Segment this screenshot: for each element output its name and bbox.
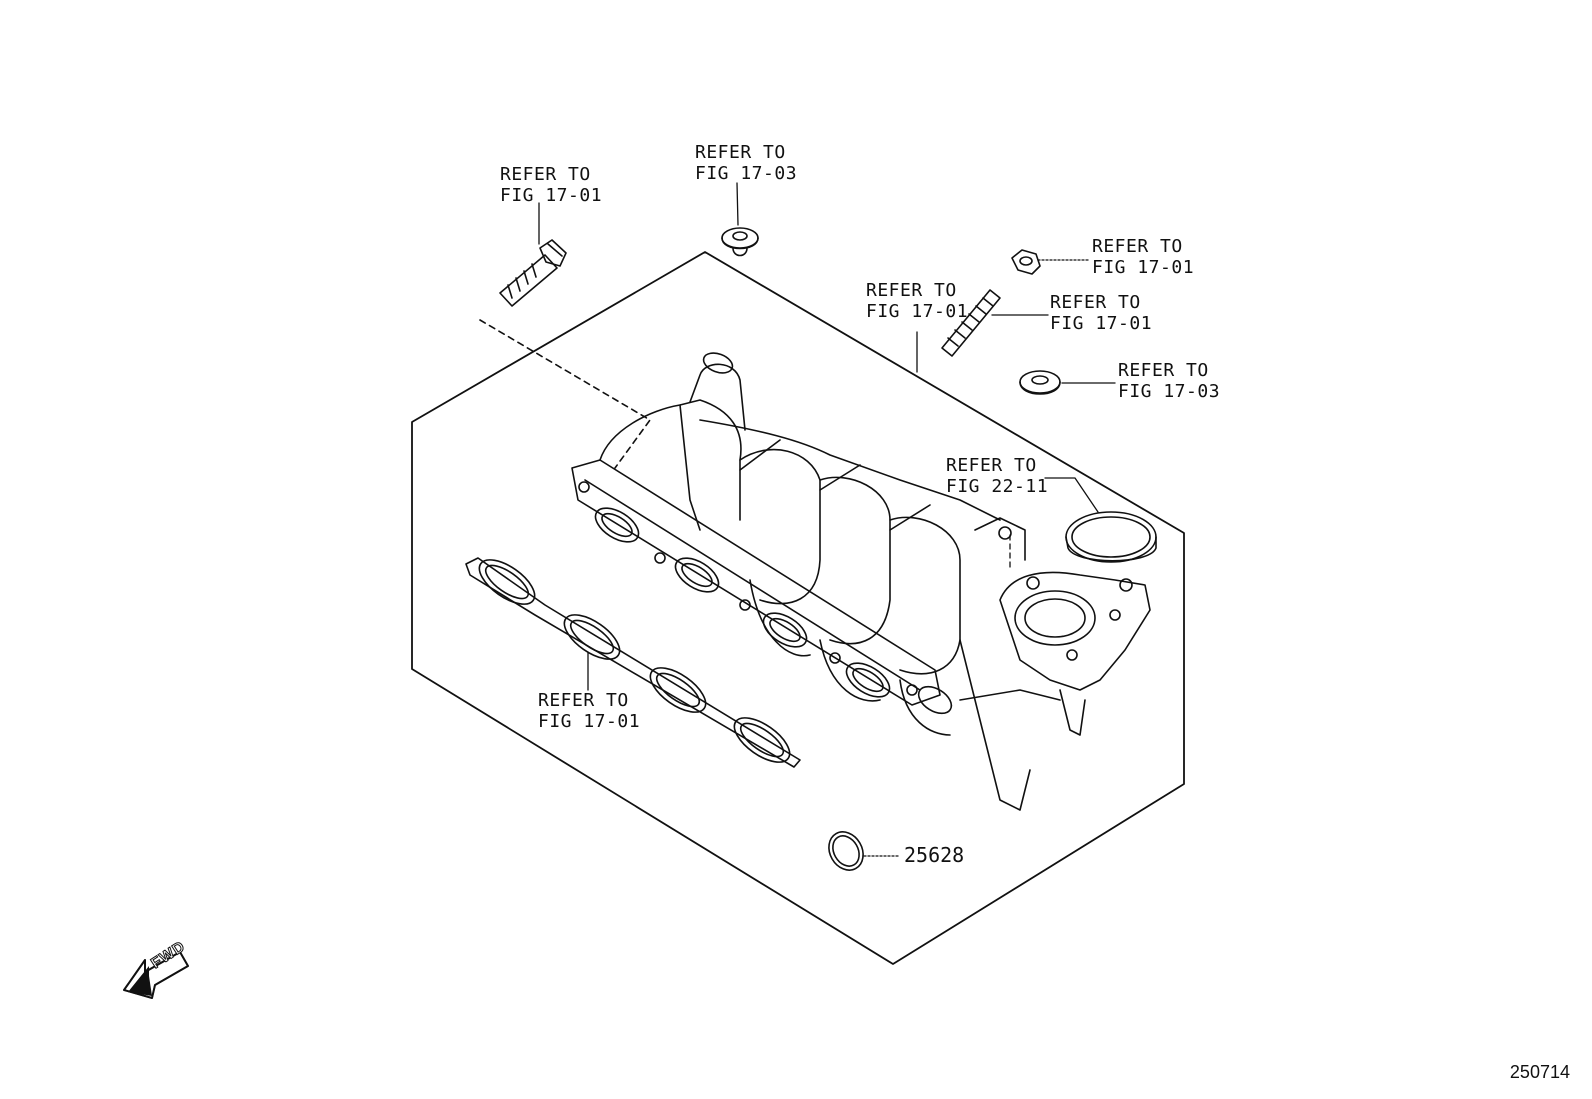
callout-line2: FIG 17-03 [1118, 381, 1221, 402]
o-ring-drawing [828, 831, 864, 871]
callout-line1: REFER TO [500, 164, 591, 185]
grommet-right-drawing [1019, 370, 1061, 395]
callout-line1: REFER TO [946, 455, 1037, 476]
grommet-top-drawing [721, 227, 759, 257]
part-number-o-ring: 25628 [904, 843, 965, 867]
callout-line1: REFER TO [866, 280, 957, 301]
throttle-gasket-drawing [1065, 511, 1157, 563]
bolt-dashed-leader [479, 319, 651, 469]
callout-line2: FIG 22-11 [946, 476, 1049, 497]
nut-drawing [1011, 249, 1041, 275]
callout-line1: REFER TO [695, 142, 786, 163]
intake-manifold-drawing [571, 352, 1151, 811]
assembly-boundary [411, 251, 1185, 965]
callout-line2: FIG 17-01 [500, 185, 603, 206]
callout-manifold-gasket: REFER TO FIG 17-01 [538, 690, 640, 732]
fwd-arrow [123, 951, 189, 999]
callout-stud: REFER TO FIG 17-01 [1050, 292, 1152, 334]
callout-line2: FIG 17-01 [866, 301, 969, 322]
callout-manifold: REFER TO FIG 17-01 [866, 280, 968, 322]
callout-nut-right: REFER TO FIG 17-01 [1092, 236, 1194, 278]
leader-lines [538, 182, 1116, 857]
stud-drawing [941, 289, 1001, 357]
callout-line1: REFER TO [538, 690, 629, 711]
callout-grommet-top: REFER TO FIG 17-03 [695, 142, 797, 184]
callout-line2: FIG 17-01 [538, 711, 641, 732]
callout-line2: FIG 17-01 [1092, 257, 1195, 278]
callout-line2: FIG 17-01 [1050, 313, 1153, 334]
bolt-drawing [499, 239, 567, 307]
callout-line1: REFER TO [1050, 292, 1141, 313]
callout-line1: REFER TO [1092, 236, 1183, 257]
callout-line2: FIG 17-03 [695, 163, 798, 184]
manifold-gasket-drawing [465, 557, 801, 768]
callout-grommet-right: REFER TO FIG 17-03 [1118, 360, 1220, 402]
callout-throttle-gasket: REFER TO FIG 22-11 [946, 455, 1048, 497]
callout-line1: REFER TO [1118, 360, 1209, 381]
callout-bolt-top-left: REFER TO FIG 17-01 [500, 164, 602, 206]
figure-id: 250714 [1509, 1062, 1570, 1082]
